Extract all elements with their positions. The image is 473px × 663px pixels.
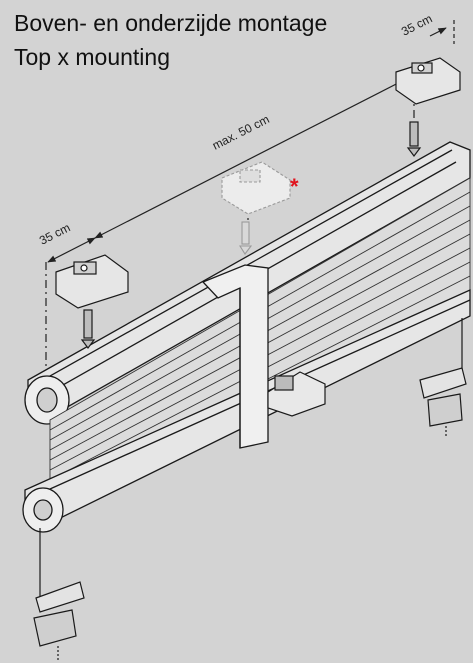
cord-guide-right [419, 318, 467, 436]
title-english: Top x mounting [14, 44, 170, 70]
screw-left-icon [80, 309, 96, 349]
bracket-left [55, 254, 129, 309]
screw-middle-icon [239, 221, 253, 255]
handle [267, 371, 326, 417]
screw-right-icon [406, 121, 422, 157]
dimension-right-label: 35 cm [399, 11, 434, 38]
bracket-right [395, 57, 461, 105]
dimension-middle-label: max. 50 cm [210, 112, 272, 153]
dimension-left-label: 35 cm [37, 220, 72, 247]
title-dutch: Boven- en onderzijde montage [14, 10, 328, 36]
fabric-band [201, 264, 269, 449]
bracket-middle-optional [221, 161, 291, 215]
cord-guide-left [33, 528, 85, 660]
optional-marker: * [290, 174, 299, 199]
